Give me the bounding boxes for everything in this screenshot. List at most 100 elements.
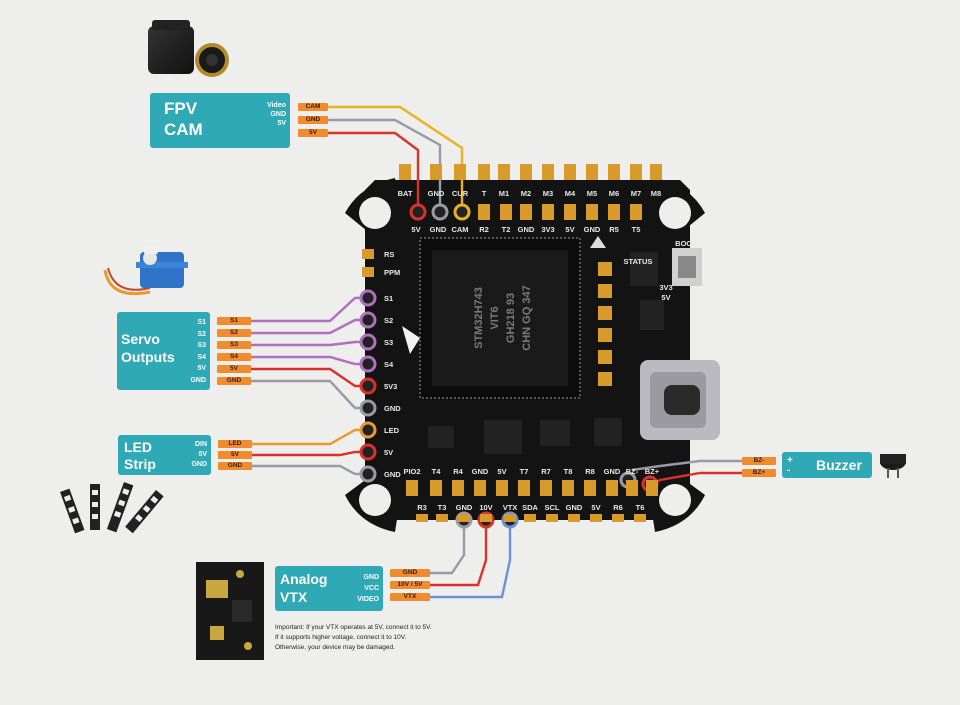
- top-pin-label: BAT: [398, 189, 413, 198]
- top-pad: [630, 164, 642, 180]
- top-lower-pad: [500, 204, 512, 220]
- warning-note: Important: If your VTX operates at 5V, c…: [275, 623, 515, 653]
- fpv-cam-title-line2: CAM: [164, 120, 203, 139]
- vtx-gnd-wire: [430, 522, 466, 575]
- bottom-pin-label: BZ+: [645, 467, 660, 476]
- servo-wire: [251, 340, 368, 347]
- top-pad: [430, 164, 442, 180]
- bottom-pad: [496, 480, 508, 496]
- led-title-line1: LED: [124, 439, 152, 455]
- top-lower-pin-label: 3V3: [541, 225, 554, 234]
- bottom-lower-pin-label: VTX: [503, 503, 518, 512]
- bottom-lower-pad: [436, 514, 448, 522]
- fpv-cam-label: FPV CAM Video GND 5V: [150, 93, 290, 148]
- top-pad: [608, 164, 620, 180]
- servo-pad: [359, 289, 377, 307]
- bottom-lower-pin-label: R6: [613, 503, 623, 512]
- fpv-tag-cam: CAM: [298, 103, 328, 111]
- fpv-cam-pin-gnd: GND: [270, 111, 286, 118]
- top-pin-label: GND: [428, 189, 445, 198]
- servo-pin-s2: S2: [197, 330, 206, 338]
- left-pin-label: 5V3: [384, 382, 397, 391]
- bottom-pin-label: T7: [520, 467, 529, 476]
- bottom-pad: [562, 480, 574, 496]
- vtx-module-image: [196, 562, 264, 660]
- bottom-lower-pin-label: T3: [438, 503, 447, 512]
- vtx-pin-video: VIDEO: [357, 596, 379, 603]
- right-pad: [598, 284, 612, 298]
- bottom-lower-pin-label: SCL: [545, 503, 560, 512]
- small-label: 5V: [661, 293, 670, 302]
- board-pads: [362, 164, 662, 522]
- top-pad: [478, 164, 490, 180]
- servo-title-line1: Servo: [121, 331, 160, 347]
- bottom-pad: [452, 480, 464, 496]
- servo-wire: [251, 379, 368, 410]
- led-5v-pad: [359, 443, 377, 461]
- top-lower-pad: [630, 204, 642, 220]
- right-pad: [598, 262, 612, 276]
- bottom-lower-pad: [590, 514, 602, 522]
- top-lower-pin-label: CAM: [451, 225, 468, 234]
- vtx-tag-vtx: VTX: [390, 593, 430, 601]
- status-label: STATUS: [624, 257, 653, 266]
- servo-tag-gnd: GND: [217, 377, 251, 385]
- bottom-lower-pad: [416, 514, 428, 522]
- vtx-power-wire: [430, 522, 488, 587]
- right-pad: [598, 372, 612, 386]
- bottom-pad: [430, 480, 442, 496]
- led-strip-label: LED Strip DIN 5V GND: [118, 435, 211, 475]
- servo-tag-s3: S3: [217, 341, 251, 349]
- bottom-pad: [626, 480, 638, 496]
- bottom-pad: [584, 480, 596, 496]
- bottom-lower-pin-label: 5V: [591, 503, 600, 512]
- servo-tag-s4: S4: [217, 353, 251, 361]
- note-line-2: If it supports higher voltage, connect i…: [275, 634, 407, 641]
- servo-tag-s1: S1: [217, 317, 251, 325]
- vtx-video-wire: [430, 522, 512, 599]
- vtx-pin-vcc: VCC: [364, 585, 379, 592]
- top-lower-pin-label: T2: [502, 225, 511, 234]
- bottom-pad: [406, 480, 418, 496]
- bottom-lower-pad: [568, 514, 580, 522]
- top-pad: [650, 164, 662, 180]
- boot-label: BOOT: [675, 239, 697, 248]
- top-pad: [564, 164, 576, 180]
- left-pin-label: S1: [384, 294, 393, 303]
- bottom-lower-pin-label: 10V: [479, 503, 492, 512]
- chip-text-line: GH218 93: [505, 293, 517, 343]
- led-pad: [359, 421, 377, 439]
- top-pin-label: M2: [521, 189, 531, 198]
- top-pin-label: M7: [631, 189, 641, 198]
- servo-pin-5v: 5V: [197, 365, 206, 372]
- analog-vtx-label: Analog VTX GND VCC VIDEO: [275, 566, 383, 611]
- servo-pad: [359, 311, 377, 329]
- led-din-wire: [252, 428, 368, 446]
- bottom-pin-label: R7: [541, 467, 551, 476]
- top-lower-pin-label: R5: [609, 225, 619, 234]
- top-pin-label: M6: [609, 189, 619, 198]
- led-tag-led: LED: [218, 440, 252, 448]
- right-pad: [598, 350, 612, 364]
- small-label: 3V3: [659, 283, 672, 292]
- bottom-pin-label: T8: [564, 467, 573, 476]
- bottom-lower-pad: [504, 514, 516, 522]
- top-pad: [586, 164, 598, 180]
- bottom-pad: [518, 480, 530, 496]
- bottom-lower-pin-label: T6: [636, 503, 645, 512]
- bottom-lower-pad: [480, 514, 492, 522]
- bottom-pin-label: GND: [604, 467, 621, 476]
- led-gnd-pad: [359, 465, 377, 483]
- led-title-line2: Strip: [124, 456, 156, 472]
- left-pin-label: LED: [384, 426, 400, 435]
- bottom-lower-pad: [458, 514, 470, 522]
- buzzer-tag-minus: BZ-: [742, 457, 776, 465]
- led-strips-image: [60, 482, 164, 534]
- cam-5v-wire: [328, 131, 420, 212]
- servo-pad: [359, 377, 377, 395]
- vtx-pin-gnd: GND: [363, 574, 379, 581]
- top-pad: [498, 164, 510, 180]
- led-pin-din: DIN: [194, 441, 207, 448]
- left-pad: [362, 267, 374, 277]
